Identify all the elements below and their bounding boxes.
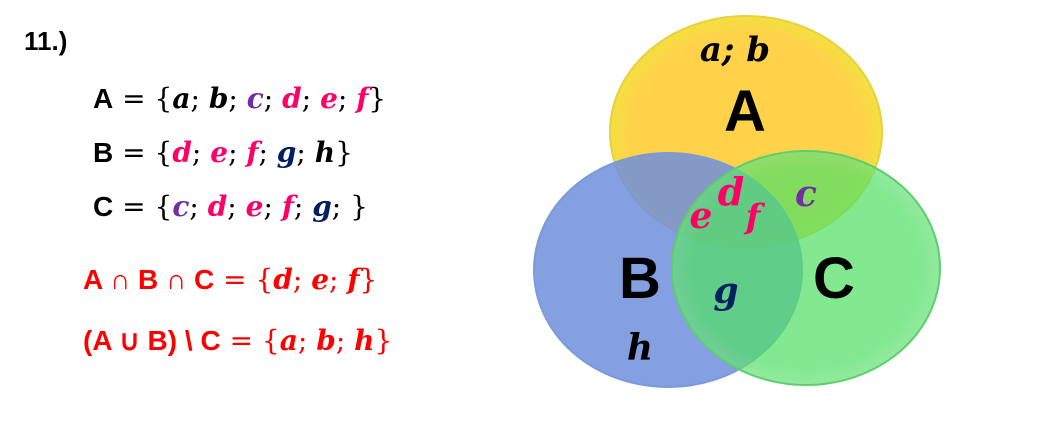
separator: ; (331, 190, 351, 223)
set-name: A (93, 83, 114, 114)
separator: ; (337, 82, 357, 115)
close-brace: } (350, 190, 368, 223)
result-element: e (311, 263, 330, 296)
separator: ; (329, 263, 348, 296)
separator: ; (297, 324, 317, 357)
set-element: g (312, 190, 332, 223)
set-element: d (207, 190, 228, 223)
problem-number: 11.) (24, 26, 68, 56)
set-name: C (93, 191, 114, 222)
expression: A ∩ B ∩ C (83, 264, 215, 295)
expression: (A ∪ B) \ C (83, 325, 221, 356)
set-element: e (245, 190, 264, 223)
close-brace: } (374, 324, 393, 357)
result-element: f (347, 263, 360, 296)
intersection-result: A ∩ B ∩ C = {d; e; f} (83, 263, 377, 296)
union-difference-result: (A ∪ B) \ C = {a; b; h} (83, 324, 392, 357)
close-brace: } (368, 82, 387, 115)
result-element: a (279, 324, 298, 357)
label-a: A (724, 79, 766, 144)
separator: ; (293, 190, 313, 223)
separator: ; (292, 263, 312, 296)
set-element: c (172, 190, 190, 223)
set-element: e (320, 82, 338, 115)
result-element: h (354, 324, 375, 357)
separator: ; (227, 190, 246, 223)
equals-open-brace: = { (220, 324, 280, 357)
set-element: a (172, 82, 191, 115)
set-element: d (172, 136, 192, 169)
set-c-definition: C = {c; d; e; f; g; } (93, 190, 368, 223)
result-element: d (273, 263, 293, 296)
region-abc-f: f (744, 197, 766, 237)
separator: ; (263, 82, 283, 115)
region-ac-only: c (795, 173, 817, 215)
set-b-definition: B = {d; e; f; g; h} (93, 136, 353, 169)
set-element: d (282, 82, 302, 115)
result-element: b (316, 324, 336, 357)
separator: ; (263, 190, 282, 223)
separator: ; (228, 136, 247, 169)
separator: ; (296, 136, 315, 169)
separator: ; (191, 136, 211, 169)
equals-open-brace: = { (113, 190, 173, 223)
set-element: c (246, 82, 264, 115)
set-element: f (281, 190, 294, 223)
set-element: f (246, 136, 259, 169)
set-element: e (210, 136, 229, 169)
separator: ; (189, 190, 208, 223)
close-brace: } (359, 263, 378, 296)
set-element: h (314, 136, 336, 169)
separator: ; (335, 324, 355, 357)
region-abc-e: e (690, 195, 713, 237)
set-name: B (93, 137, 114, 168)
close-brace: } (335, 136, 353, 169)
region-bc-only: g (713, 270, 738, 312)
separator: ; (228, 82, 247, 115)
equals-open-brace: = { (113, 136, 173, 169)
separator: ; (190, 82, 209, 115)
label-c: C (813, 246, 855, 311)
set-a-definition: A = {a; b; c; d; e; f} (93, 82, 386, 115)
region-a-only: a; b (700, 30, 770, 70)
set-element: g (276, 136, 297, 169)
separator: ; (301, 82, 321, 115)
set-element: b (208, 82, 229, 115)
separator: ; (258, 136, 277, 169)
equals-open-brace: = { (214, 263, 274, 296)
set-c-circle (671, 150, 941, 386)
equals-open-brace: = { (113, 82, 173, 115)
region-abc-d: d (718, 169, 745, 214)
set-element: f (356, 82, 369, 115)
region-b-only: h (627, 327, 653, 369)
label-b: B (619, 246, 661, 311)
